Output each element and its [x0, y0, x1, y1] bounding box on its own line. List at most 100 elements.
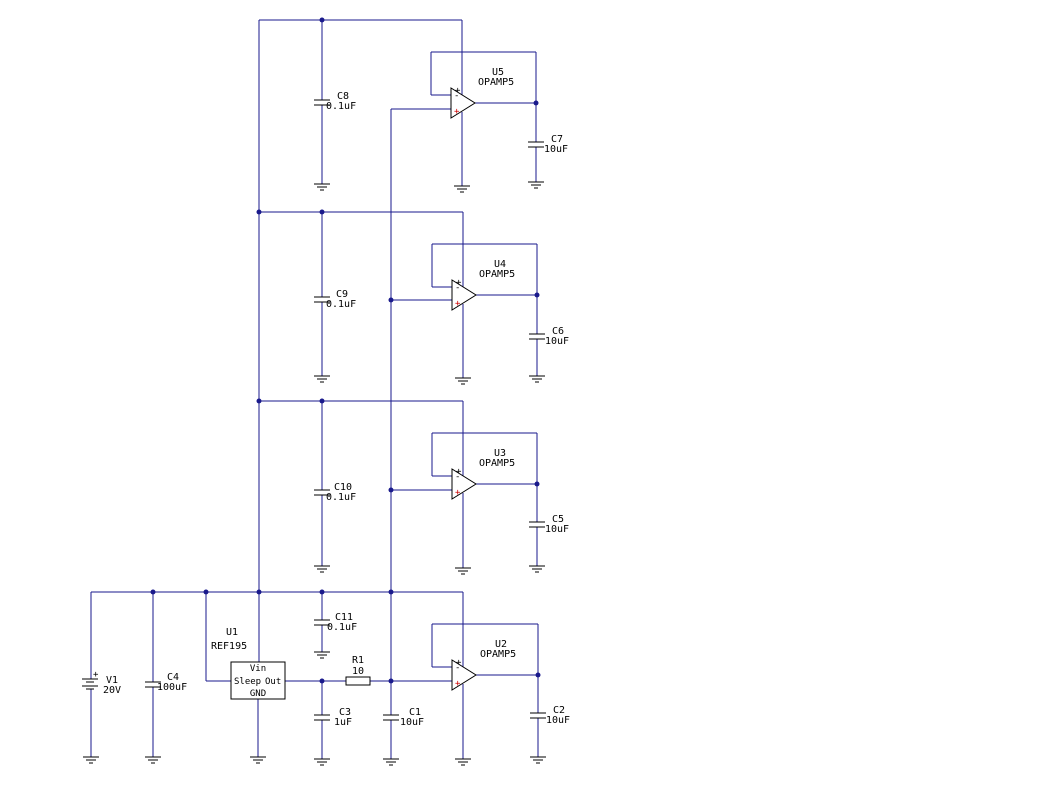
capacitor-c1[interactable]: C1 10uF	[383, 707, 424, 728]
ground-icon	[314, 565, 330, 573]
c5-ref: C5	[552, 514, 564, 525]
svg-text:+: +	[456, 658, 462, 668]
capacitor-c11[interactable]: C11 0.1uF	[314, 612, 357, 633]
capacitor-c5[interactable]: C5 10uF	[529, 514, 569, 535]
resistor-r1[interactable]: R1 10	[345, 655, 371, 686]
r1-value: 10	[352, 666, 364, 677]
ground-icon	[530, 756, 546, 764]
svg-text:+: +	[455, 679, 461, 689]
svg-text:+: +	[456, 467, 462, 477]
c11-value: 0.1uF	[327, 622, 357, 633]
ground-icon	[529, 565, 545, 573]
svg-text:+: +	[454, 107, 460, 117]
u2-ref: U2	[495, 639, 507, 650]
c10-ref: C10	[334, 482, 352, 493]
u1-pin-out: Out	[265, 677, 281, 687]
ground-icon	[314, 183, 330, 191]
capacitor-c8[interactable]: C8 0.1uF	[314, 91, 356, 112]
junction-dot	[388, 487, 394, 493]
c3-value: 1uF	[334, 717, 352, 728]
ground-icon	[314, 758, 330, 766]
junction-dot	[319, 209, 325, 215]
capacitor-c4[interactable]: C4 100uF	[145, 672, 187, 693]
c2-value: 10uF	[546, 715, 570, 726]
ground-symbols	[83, 181, 546, 766]
ground-icon	[383, 758, 399, 766]
svg-text:+: +	[93, 670, 99, 680]
svg-text:+: +	[456, 278, 462, 288]
c3-ref: C3	[339, 707, 351, 718]
u3-ref: U3	[494, 448, 506, 459]
junction-dot	[256, 209, 262, 215]
v1-ref: V1	[106, 675, 118, 686]
svg-text:+: +	[455, 299, 461, 309]
c10-value: 0.1uF	[326, 492, 356, 503]
wires	[90, 19, 539, 759]
junction-dot	[319, 589, 325, 595]
u2-part: OPAMP5	[480, 649, 516, 660]
c7-ref: C7	[551, 134, 563, 145]
c4-ref: C4	[167, 672, 179, 683]
capacitor-c10[interactable]: C10 0.1uF	[314, 482, 356, 503]
u1-ref: U1	[226, 627, 238, 638]
junction-dot	[256, 398, 262, 404]
c1-value: 10uF	[400, 717, 424, 728]
capacitor-c9[interactable]: C9 0.1uF	[314, 289, 356, 310]
svg-text:-: -	[455, 472, 460, 482]
capacitor-c2[interactable]: C2 10uF	[530, 705, 570, 726]
junction-dot	[534, 481, 540, 487]
capacitor-c3[interactable]: C3 1uF	[314, 707, 352, 728]
c8-ref: C8	[337, 91, 349, 102]
ground-icon	[314, 375, 330, 383]
opamp-u3[interactable]: - + + U3 OPAMP5	[451, 448, 515, 500]
ground-icon	[145, 756, 161, 764]
voltage-reference-u1[interactable]: U1 REF195 Vin Sleep Out GND	[211, 627, 286, 700]
u1-pin-sleep: Sleep	[234, 677, 261, 687]
junction-dot	[534, 292, 540, 298]
u4-part: OPAMP5	[479, 269, 515, 280]
ground-icon	[455, 377, 471, 385]
junction-dot	[256, 589, 262, 595]
ground-icon	[314, 651, 330, 659]
svg-text:-: -	[455, 283, 460, 293]
u4-ref: U4	[494, 259, 506, 270]
svg-text:+: +	[455, 86, 461, 96]
junction-dot	[203, 589, 209, 595]
u1-pin-vin: Vin	[250, 664, 266, 674]
c9-value: 0.1uF	[326, 299, 356, 310]
battery-v1[interactable]: + V1 20V	[82, 670, 121, 696]
junction-dot	[319, 17, 325, 23]
ground-icon	[455, 567, 471, 575]
c5-value: 10uF	[545, 524, 569, 535]
c4-value: 100uF	[157, 682, 187, 693]
c2-ref: C2	[553, 705, 565, 716]
opamp-u4[interactable]: - + + U4 OPAMP5	[451, 259, 515, 311]
opamp-u5[interactable]: - + + U5 OPAMP5	[450, 67, 514, 119]
opamp-u2[interactable]: - + + U2 OPAMP5	[451, 639, 516, 691]
v1-value: 20V	[103, 685, 121, 696]
r1-ref: R1	[352, 655, 364, 666]
u1-part: REF195	[211, 641, 247, 652]
c11-ref: C11	[335, 612, 353, 623]
ground-icon	[454, 185, 470, 193]
components: + V1 20V C4 100uF U1 REF195 Vin Sleep Ou…	[82, 67, 570, 728]
capacitor-c7[interactable]: C7 10uF	[528, 134, 568, 155]
capacitor-c6[interactable]: C6 10uF	[529, 326, 569, 347]
u3-part: OPAMP5	[479, 458, 515, 469]
c6-value: 10uF	[545, 336, 569, 347]
junction-dot	[533, 100, 539, 106]
c8-value: 0.1uF	[326, 101, 356, 112]
junction-dot	[388, 297, 394, 303]
svg-text:+: +	[455, 488, 461, 498]
svg-text:-: -	[455, 663, 460, 673]
ground-icon	[250, 756, 266, 764]
ground-icon	[83, 756, 99, 764]
ground-icon	[455, 758, 471, 766]
junction-dot	[150, 589, 156, 595]
c7-value: 10uF	[544, 144, 568, 155]
c1-ref: C1	[409, 707, 421, 718]
junction-dot	[535, 672, 541, 678]
c9-ref: C9	[336, 289, 348, 300]
junction-dot	[388, 589, 394, 595]
